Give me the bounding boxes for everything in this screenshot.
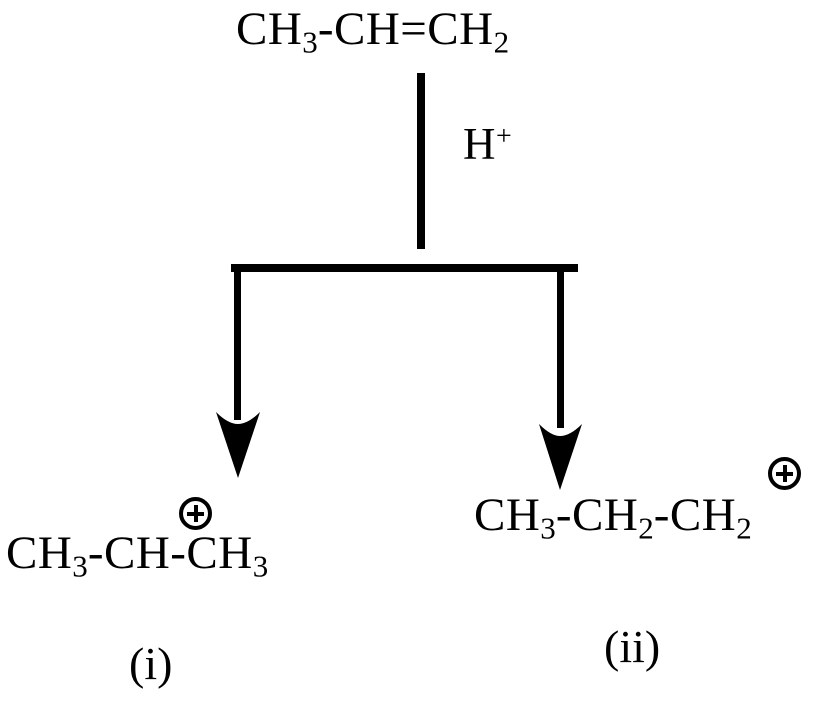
branch-bar — [231, 264, 578, 272]
charge-plus-icon-left — [179, 497, 212, 530]
arrow-right-head — [539, 424, 582, 490]
caption-i: (i) — [129, 638, 173, 689]
charge-plus-icon-right — [768, 457, 801, 490]
product-formula-ii: CH3-CH2-CH2 — [474, 489, 752, 546]
arrow-left-shaft — [234, 268, 241, 420]
reaction-stem — [417, 73, 425, 249]
arrow-left-head — [216, 412, 260, 478]
reagent-label: H+ — [463, 119, 512, 169]
product-formula-i: CH3-CH-CH3 — [6, 527, 269, 584]
arrow-right-shaft — [557, 268, 564, 428]
caption-ii: (ii) — [604, 621, 661, 672]
reactant-formula: CH3-CH=CH2 — [236, 3, 510, 60]
